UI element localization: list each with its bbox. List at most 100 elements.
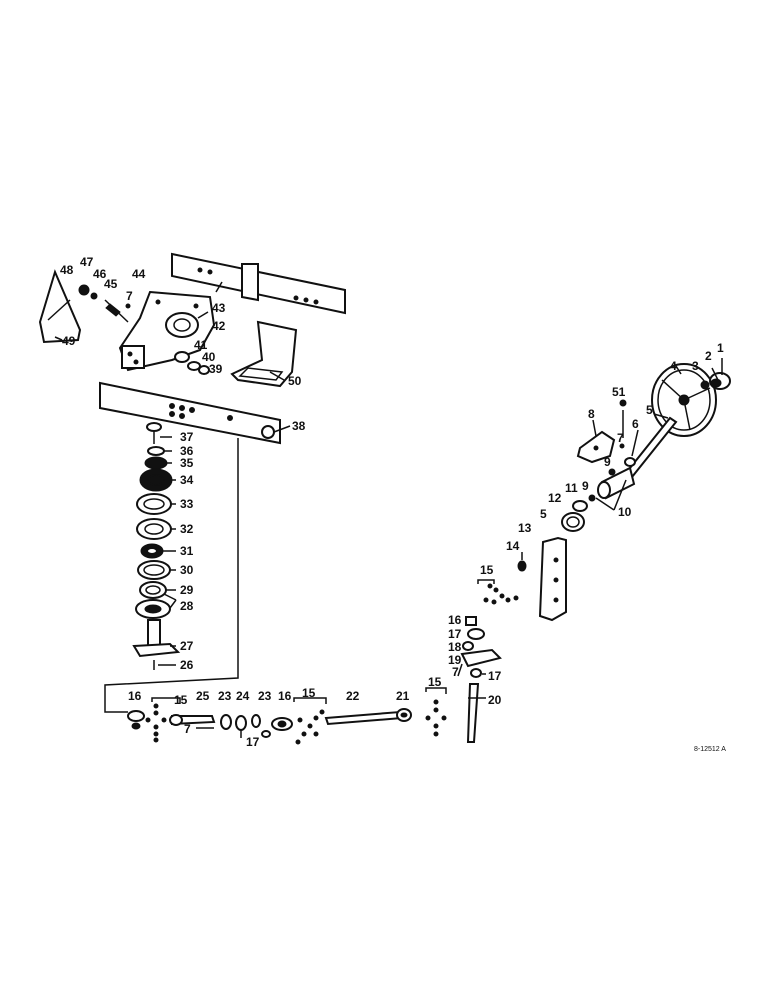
callout-17-column-bottom: 17 xyxy=(488,669,502,683)
callout-46: 46 xyxy=(93,267,107,281)
part-27-spindle xyxy=(132,619,181,658)
part-34-gear xyxy=(139,468,173,492)
part-36-washer xyxy=(147,446,165,456)
callout-37: 37 xyxy=(180,430,194,444)
callout-7a: 7 xyxy=(617,431,624,445)
callout-14: 14 xyxy=(506,539,520,553)
callout-15-left: 15 xyxy=(174,693,188,707)
callout-2: 2 xyxy=(705,349,712,363)
callout-21: 21 xyxy=(396,689,410,703)
callout-31: 31 xyxy=(180,544,194,558)
callout-15-middle: 15 xyxy=(302,686,316,700)
part-3-nut xyxy=(700,380,710,390)
part-21-drag-link-end xyxy=(396,708,412,722)
part-35-nut xyxy=(144,456,168,470)
part-31-bearing xyxy=(140,543,164,559)
callout-42: 42 xyxy=(212,319,226,333)
part-15-joint-column xyxy=(483,583,519,605)
part-25-tie-rod-end xyxy=(169,714,216,726)
callout-17-column-top: 17 xyxy=(448,627,462,641)
callout-7-row: 7 xyxy=(184,722,191,736)
callout-8: 8 xyxy=(588,407,595,421)
callout-50: 50 xyxy=(288,374,302,388)
part-8-bracket xyxy=(576,430,616,464)
callout-34: 34 xyxy=(180,473,194,487)
part-32-retainer xyxy=(136,518,172,540)
part-38-lower-frame-rail xyxy=(99,381,281,445)
part-23-clamp-right xyxy=(251,714,261,728)
callout-7-top: 7 xyxy=(126,289,133,303)
callout-11: 11 xyxy=(565,481,578,495)
leader-lines xyxy=(54,281,723,699)
part-15-joint-left xyxy=(145,703,167,743)
part-37-bolt xyxy=(146,422,162,444)
callout-45: 45 xyxy=(104,277,118,291)
callout-28: 28 xyxy=(180,599,194,613)
callout-26: 26 xyxy=(180,658,194,672)
callout-25: 25 xyxy=(196,689,210,703)
callout-30: 30 xyxy=(180,563,194,577)
part-12-bearing-cup xyxy=(561,512,585,532)
part-42-steering-gear-housing xyxy=(118,290,216,372)
assembly-path-line xyxy=(104,438,239,713)
part-50-shield xyxy=(230,320,298,388)
callout-7-column: 7 xyxy=(452,665,459,679)
callout-9b: 9 xyxy=(582,479,589,493)
callout-29: 29 xyxy=(180,583,194,597)
callout-16-middle: 16 xyxy=(278,689,292,703)
callout-48: 48 xyxy=(60,263,74,277)
part-9-10-column-tube xyxy=(588,466,636,502)
part-43-upper-frame-rail xyxy=(171,252,346,315)
callout-43: 43 xyxy=(212,301,226,315)
part-24-clamp xyxy=(235,715,247,738)
callout-32: 32 xyxy=(180,522,194,536)
callout-49: 49 xyxy=(62,334,76,348)
callout-16-column: 16 xyxy=(448,613,462,627)
part-39-41-plugs xyxy=(174,351,210,375)
part-1-2-cap xyxy=(709,372,731,390)
callout-4: 4 xyxy=(670,359,677,373)
part-11-bearing xyxy=(572,500,588,512)
part-28-bearing-cup xyxy=(135,599,171,619)
callout-39: 39 xyxy=(209,362,223,376)
callout-16-left: 16 xyxy=(128,689,142,703)
part-30-ring xyxy=(137,560,171,580)
callout-44: 44 xyxy=(132,267,146,281)
part-45-48-fittings xyxy=(78,284,131,323)
callout-10: 10 xyxy=(618,505,632,519)
part-16-arm-left xyxy=(127,710,145,730)
part-20-pitman-arm xyxy=(466,683,480,743)
part-13-gear-box xyxy=(538,536,567,622)
callout-5b: 5 xyxy=(540,507,547,521)
steering-column-assembly xyxy=(457,363,731,678)
part-16-19-arm-stack xyxy=(457,616,502,678)
callout-labels: 1 2 3 4 5 6 51 8 7 9 9 10 11 12 5 13 14 … xyxy=(60,255,724,749)
part-22-drag-link-tube xyxy=(324,710,404,726)
callout-15-column: 15 xyxy=(480,563,494,577)
callout-33: 33 xyxy=(180,497,194,511)
callout-38: 38 xyxy=(292,419,306,433)
callout-1: 1 xyxy=(717,341,724,355)
callout-5a: 5 xyxy=(646,403,653,417)
callout-40: 40 xyxy=(202,350,216,364)
callout-17-row: 17 xyxy=(246,735,260,749)
callout-15-right: 15 xyxy=(428,675,442,689)
callout-24: 24 xyxy=(236,689,250,703)
part-15-joint-middle xyxy=(295,709,325,745)
callout-12: 12 xyxy=(548,491,562,505)
part-14-fitting xyxy=(517,560,527,572)
part-16-arm-middle xyxy=(271,717,293,731)
callout-9a: 9 xyxy=(604,455,611,469)
callout-27: 27 xyxy=(180,639,194,653)
callout-22: 22 xyxy=(346,689,360,703)
callout-6: 6 xyxy=(632,417,639,431)
part-17-nut-bottom xyxy=(261,730,271,738)
part-23-clamp-left xyxy=(220,714,232,730)
group-brackets xyxy=(151,579,495,704)
part-49-cover-plate xyxy=(38,269,82,344)
callout-41: 41 xyxy=(194,338,208,352)
part-33-seal xyxy=(136,493,172,515)
callout-35: 35 xyxy=(180,456,194,470)
callout-3: 3 xyxy=(692,359,699,373)
